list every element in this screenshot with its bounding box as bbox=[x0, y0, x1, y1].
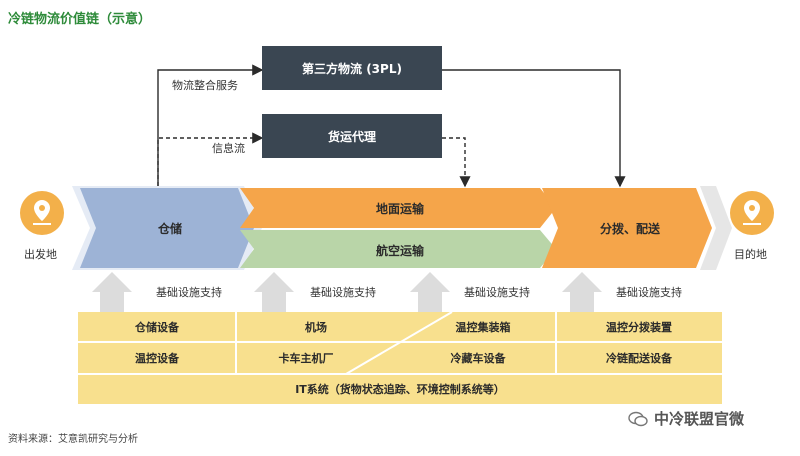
tpl-box: 第三方物流 (3PL) bbox=[262, 46, 442, 90]
cell-truck-oem: 卡车主机厂 bbox=[278, 352, 334, 365]
infra-arrow-1 bbox=[92, 272, 132, 312]
infra-label-4: 基础设施支持 bbox=[616, 286, 682, 299]
air-transport-band bbox=[240, 230, 556, 268]
origin-label: 出发地 bbox=[24, 248, 57, 261]
watermark: 中冷联盟官微 bbox=[628, 408, 744, 429]
ground-transport-label: 地面运输 bbox=[375, 201, 424, 216]
diagram-title: 冷链物流价值链（示意） bbox=[8, 12, 152, 27]
cell-temp-distribution-device: 温控分拨装置 bbox=[606, 321, 672, 334]
infra-arrow-4 bbox=[562, 272, 602, 312]
source-note: 资料来源：艾意凯研究与分析 bbox=[8, 434, 138, 445]
infra-arrow-2 bbox=[254, 272, 294, 312]
storage-chevron bbox=[80, 188, 254, 268]
cell-storage-equipment: 仓储设备 bbox=[135, 321, 179, 334]
info-flow-label: 信息流 bbox=[212, 142, 245, 155]
info-connector-line bbox=[157, 132, 264, 186]
watermark-text: 中冷联盟官微 bbox=[654, 410, 745, 428]
chevron-shadow-right bbox=[700, 186, 732, 270]
infra-arrows bbox=[92, 272, 602, 312]
freight-forwarder-box: 货运代理 bbox=[262, 114, 442, 158]
cell-temp-container: 温控集装箱 bbox=[455, 321, 511, 334]
infra-grid-bg bbox=[78, 312, 722, 404]
air-transport-label: 航空运输 bbox=[375, 243, 424, 258]
origin-pin-icon bbox=[20, 191, 64, 235]
tpl-label: 第三方物流 (3PL) bbox=[302, 61, 402, 76]
distribution-label: 分拨、配送 bbox=[599, 221, 660, 236]
service-label: 物流整合服务 bbox=[172, 79, 238, 92]
freight-label: 货运代理 bbox=[327, 129, 376, 144]
storage-label: 仓储 bbox=[157, 221, 182, 236]
infra-arrow-3 bbox=[410, 272, 450, 312]
freight-to-ground-line bbox=[442, 137, 471, 188]
cell-reefer-equipment: 冷藏车设备 bbox=[450, 352, 506, 365]
cell-it-system: IT系统（货物状态追踪、环境控制系统等） bbox=[295, 383, 505, 396]
cell-temp-equipment: 温控设备 bbox=[135, 352, 179, 365]
ground-transport-band bbox=[240, 188, 556, 228]
cell-coldchain-delivery-equipment: 冷链配送设备 bbox=[606, 352, 672, 365]
grid-lines bbox=[78, 311, 722, 375]
infra-label-2: 基础设施支持 bbox=[310, 286, 376, 299]
cell-airport: 机场 bbox=[305, 321, 327, 334]
distribution-chevron bbox=[542, 188, 712, 268]
destination-pin-icon bbox=[730, 191, 774, 235]
infra-label-3: 基础设施支持 bbox=[464, 286, 530, 299]
destination-label: 目的地 bbox=[734, 248, 767, 261]
tpl-to-distribution-line bbox=[442, 69, 626, 188]
infra-label-1: 基础设施支持 bbox=[156, 286, 222, 299]
wechat-icon bbox=[628, 411, 648, 427]
